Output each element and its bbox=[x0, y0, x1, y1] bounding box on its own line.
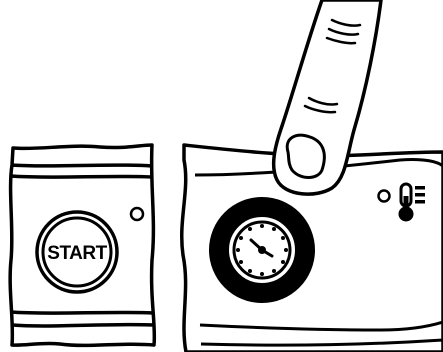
pointing-finger-icon bbox=[271, 0, 383, 196]
thermometer-icon bbox=[398, 182, 425, 222]
start-button[interactable]: START bbox=[35, 210, 119, 294]
indicator-light-icon bbox=[129, 206, 145, 222]
clock-dial-icon[interactable] bbox=[209, 197, 315, 303]
start-button-label: START bbox=[47, 243, 107, 264]
indicator-light-icon bbox=[377, 189, 391, 203]
